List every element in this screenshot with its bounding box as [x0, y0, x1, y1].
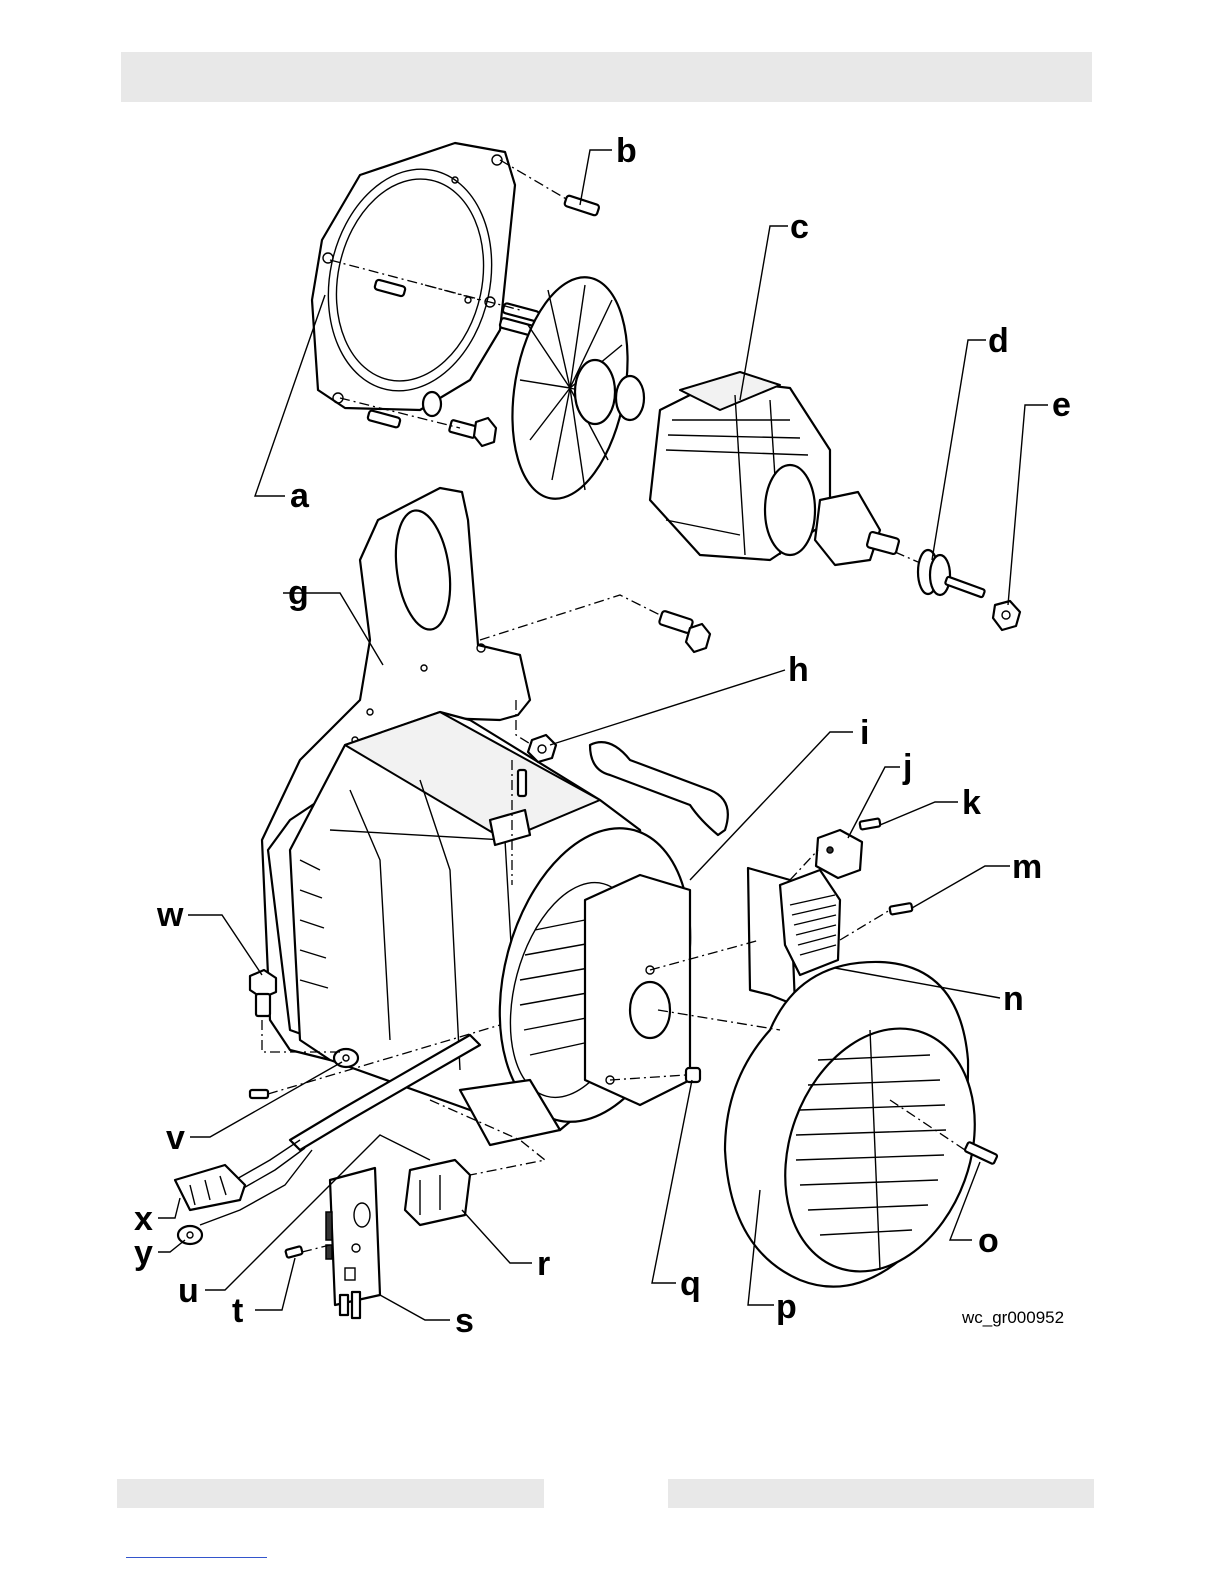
- callout-u: u: [178, 1272, 199, 1310]
- callout-a: a: [290, 477, 310, 515]
- callout-i: i: [860, 714, 869, 752]
- stator-housing: [290, 712, 728, 1145]
- callout-q: q: [680, 1265, 701, 1303]
- callout-b: b: [616, 132, 637, 170]
- callout-w: w: [156, 896, 184, 934]
- footer-left-bar: [117, 1479, 544, 1508]
- screw-k: [859, 818, 880, 829]
- nut-v: [250, 1049, 358, 1098]
- screw-m: [889, 903, 912, 915]
- callout-s: s: [455, 1302, 474, 1340]
- bracket-bolt: [659, 610, 710, 652]
- hex-nut-e: [993, 601, 1020, 630]
- callout-n: n: [1003, 980, 1024, 1018]
- regulator-board: [326, 1168, 380, 1318]
- terminal-block: [405, 1160, 470, 1225]
- callout-d: d: [988, 322, 1009, 360]
- callout-j: j: [902, 748, 912, 786]
- callout-g: g: [288, 574, 309, 612]
- screw-q: [686, 1068, 700, 1082]
- bearing-washer: [895, 550, 985, 598]
- rotor-assembly: [496, 268, 899, 565]
- callout-m: m: [1012, 848, 1042, 886]
- callout-r: r: [537, 1245, 550, 1283]
- end-bracket-plate: [308, 143, 515, 410]
- callout-x: x: [134, 1200, 153, 1238]
- callout-c: c: [790, 208, 809, 246]
- callout-h: h: [788, 651, 809, 689]
- callout-o: o: [978, 1222, 999, 1260]
- callout-v: v: [166, 1119, 185, 1157]
- ring-terminal: [178, 1226, 202, 1244]
- callout-y: y: [134, 1234, 153, 1272]
- rectifier: [816, 830, 862, 878]
- footer-right-bar: [668, 1479, 1094, 1508]
- callout-k: k: [962, 784, 981, 822]
- bottom-link-rule: [126, 1557, 267, 1558]
- screw-t: [285, 1246, 303, 1258]
- end-cover: [725, 962, 1007, 1298]
- callout-p: p: [776, 1288, 797, 1326]
- callout-t: t: [232, 1292, 243, 1330]
- callout-e: e: [1052, 386, 1071, 424]
- figure-id: wc_gr000952: [961, 1308, 1064, 1327]
